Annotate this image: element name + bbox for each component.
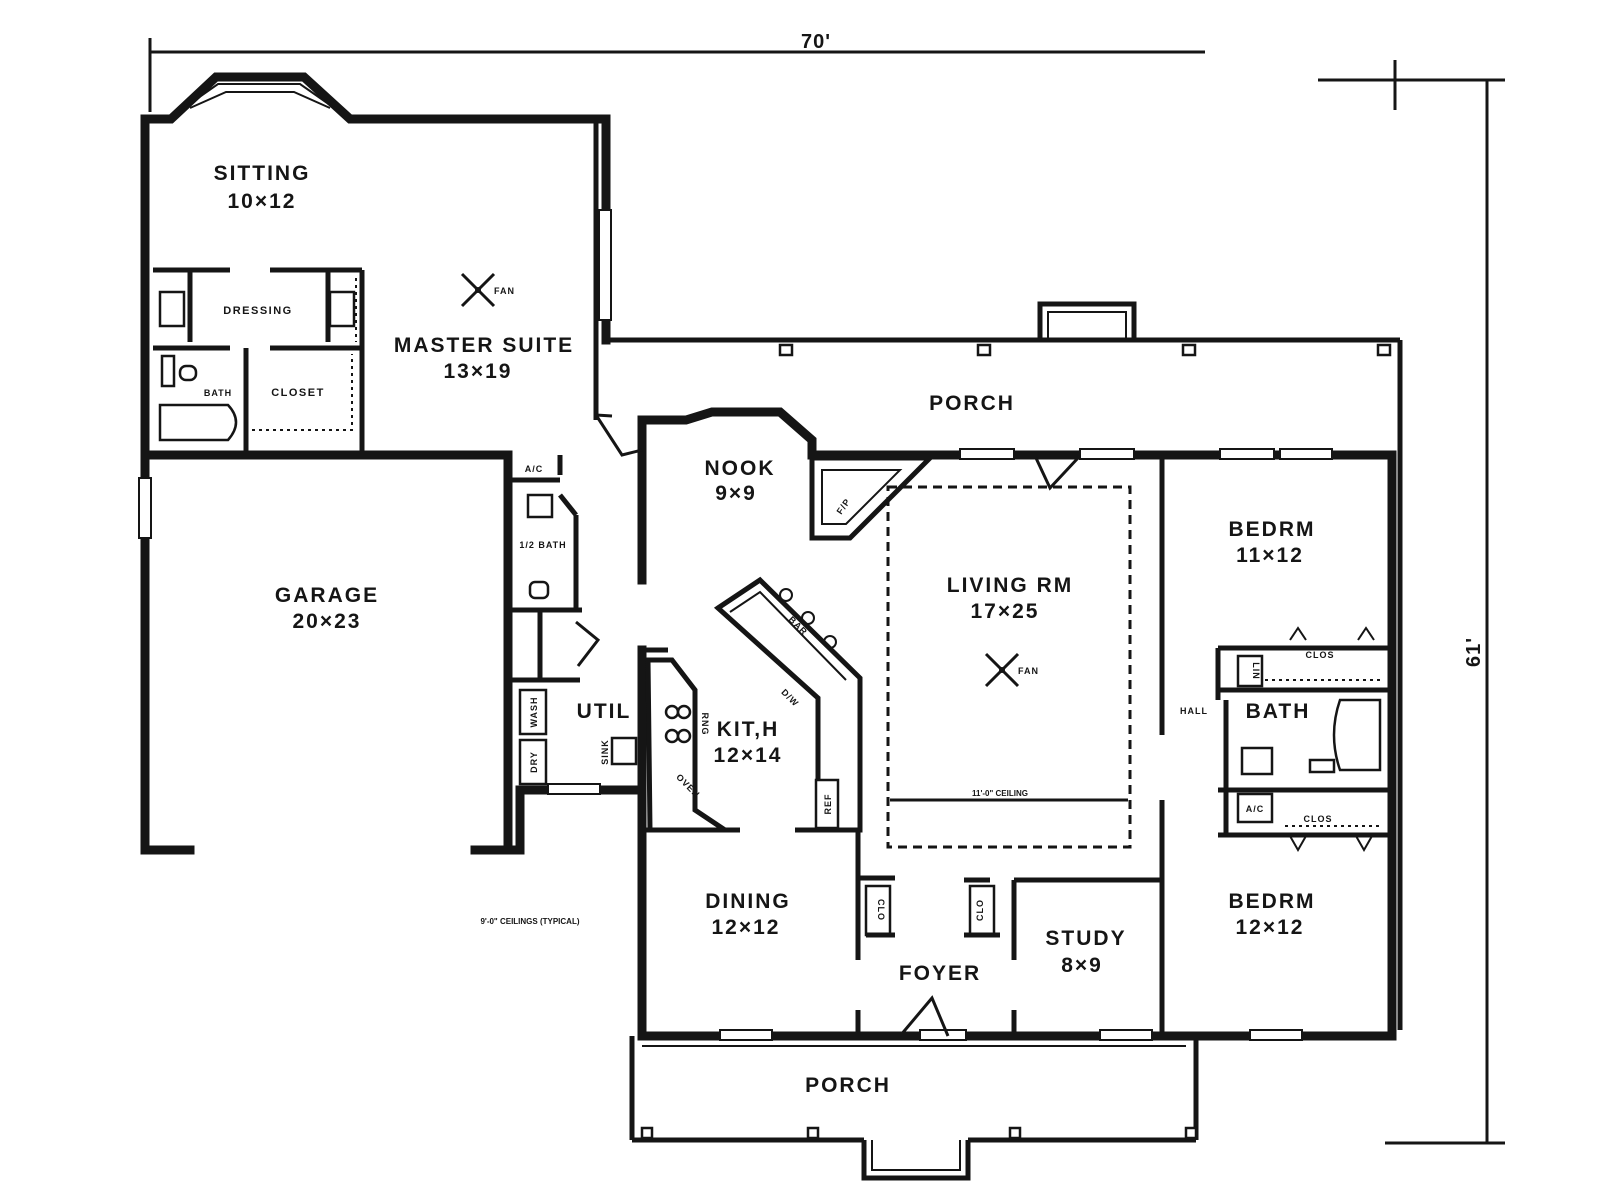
- sink-label: SINK: [600, 739, 610, 765]
- room-name-ac-top: A/C: [525, 464, 544, 474]
- room-name-master-suite: MASTER SUITE: [394, 334, 574, 357]
- ceiling-note-living: 11'-0" CEILING: [972, 789, 1028, 798]
- room-name-util: UTIL: [577, 700, 632, 723]
- garage-walls: [140, 450, 645, 855]
- closet-label: CLO: [876, 899, 886, 921]
- room-name-dining: DINING: [705, 890, 791, 913]
- closet-label: CLO: [975, 899, 985, 921]
- closet-label: CLOS: [1303, 814, 1332, 824]
- room-name-garage: GARAGE: [275, 584, 379, 607]
- room-name-dressing: DRESSING: [223, 305, 292, 317]
- width-dimension: 70': [801, 31, 831, 53]
- fireplace-label: F/P: [835, 496, 853, 516]
- fan-icon: [460, 272, 496, 308]
- interior-walls: [855, 458, 1392, 1037]
- dimension-lines: [148, 38, 1505, 1145]
- side-entry: [594, 413, 643, 457]
- room-name-sitting: SITTING: [214, 162, 311, 185]
- dishwasher-label: D/W: [779, 687, 801, 709]
- room-name-front-porch: PORCH: [805, 1074, 891, 1097]
- refrigerator-label: REF: [823, 794, 833, 815]
- washer-label: WASH: [529, 697, 539, 728]
- room-name-foyer: FOYER: [899, 962, 981, 985]
- fireplace: [809, 455, 937, 541]
- room-name-master-bath: BATH: [204, 388, 232, 398]
- front-porch-structure: [629, 1036, 1199, 1181]
- dryer-label: DRY: [529, 751, 539, 773]
- room-name-living: LIVING RM: [947, 574, 1074, 597]
- living-room: [886, 456, 1132, 849]
- room-name-half-bath: 1/2 BATH: [519, 540, 566, 550]
- room-size-nook: 9×9: [715, 482, 757, 505]
- room-name-study: STUDY: [1045, 927, 1126, 950]
- fan-icon: [984, 652, 1020, 688]
- room-size-living: 17×25: [971, 600, 1040, 623]
- room-size-bedroom-2: 12×12: [1236, 916, 1305, 939]
- linen-label: LIN: [1251, 662, 1261, 680]
- master-interior-walls: [153, 267, 365, 452]
- room-size-garage: 20×23: [293, 610, 362, 633]
- room-size-dining: 12×12: [712, 916, 781, 939]
- service-walls: [508, 455, 638, 786]
- room-size-sitting: 10×12: [228, 190, 297, 213]
- bar-label: BAR: [787, 614, 810, 637]
- room-name-rear-porch: PORCH: [929, 392, 1015, 415]
- depth-dimension: 61': [1463, 637, 1485, 667]
- room-name-bedroom-2: BEDRM: [1229, 890, 1316, 913]
- ceiling-note-typical: 9'-0" CEILINGS (TYPICAL): [480, 917, 579, 926]
- main-house-walls: [608, 301, 1403, 1041]
- room-size-study: 8×9: [1061, 954, 1103, 977]
- room-name-bedroom-1: BEDRM: [1229, 518, 1316, 541]
- fan-label: FAN: [1018, 666, 1039, 676]
- room-name-kitchen: KIT,H: [717, 718, 780, 741]
- room-name-hall-bath: BATH: [1246, 700, 1311, 723]
- oven-label: OVEN: [674, 772, 702, 800]
- room-name-nook: NOOK: [705, 457, 776, 480]
- room-size-bedroom-1: 11×12: [1236, 544, 1304, 567]
- kitchen-fixtures: [642, 576, 863, 833]
- closet-label: CLOS: [1305, 650, 1334, 660]
- master-wing-walls: [138, 72, 612, 855]
- range-label: RNG: [700, 713, 710, 736]
- room-name-closet: CLOSET: [271, 387, 325, 399]
- room-size-kitchen: 12×14: [714, 744, 783, 767]
- room-size-master-suite: 13×19: [444, 360, 513, 383]
- fan-label: FAN: [494, 286, 515, 296]
- ac-label: A/C: [1246, 804, 1265, 814]
- room-name-hall: HALL: [1180, 706, 1208, 716]
